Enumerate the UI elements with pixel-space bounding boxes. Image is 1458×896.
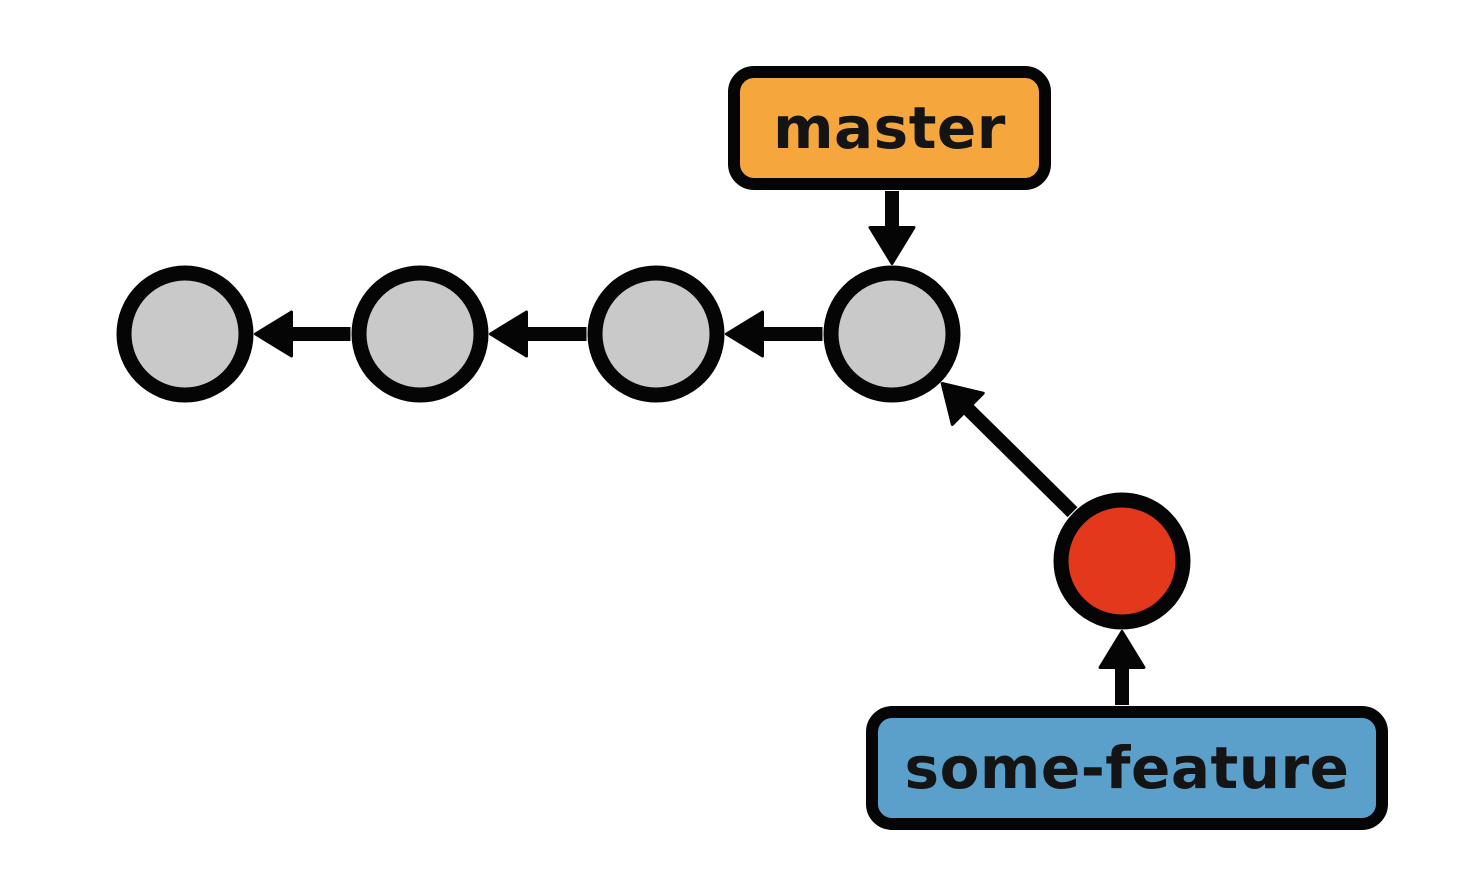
branch-label-master-arrow-head [868,226,916,265]
commit-node-f1 [1053,492,1191,630]
commit-node-c4 [823,265,961,403]
commit-edge-arrow-f1-c4-shaft [959,400,1078,518]
commit-edge-arrow-c3-c2-head [489,310,528,358]
commit-edge-arrow-c2-c1-head [254,310,293,358]
commit-node-c1 [116,265,254,403]
commit-edge-arrow-f1-c4-head [940,382,985,426]
branch-label-master: master [728,66,1051,190]
branch-label-some-feature: some-feature [866,706,1388,830]
commit-edge-arrow-c4-c3-head [725,310,764,358]
commit-node-c2 [351,265,489,403]
commit-node-c3 [587,265,725,403]
branch-label-some-feature-arrow-head [1098,630,1146,669]
